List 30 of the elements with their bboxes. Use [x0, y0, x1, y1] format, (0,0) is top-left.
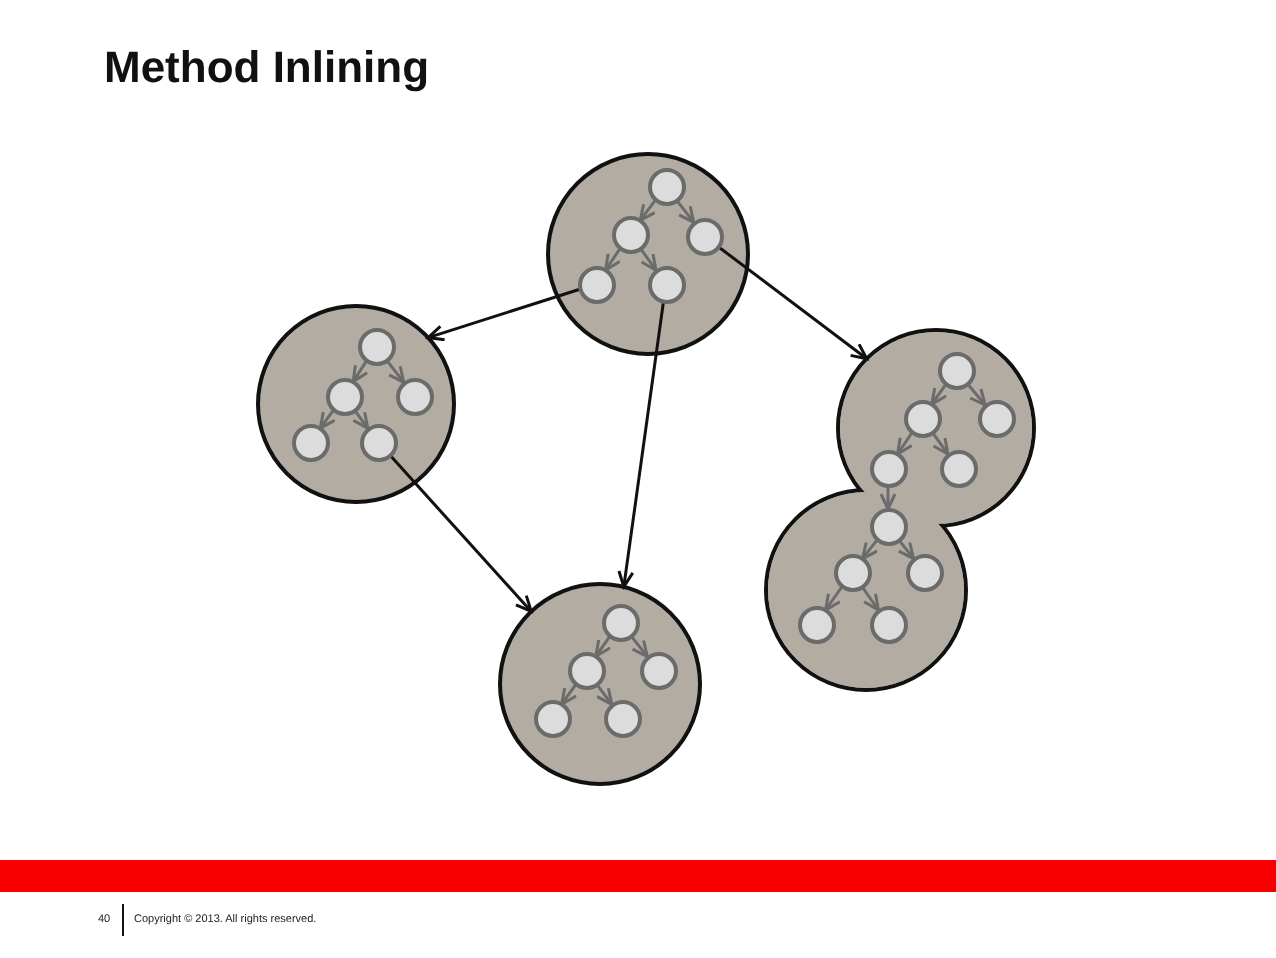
- arrow: [824, 585, 844, 612]
- method-circle: [254, 302, 458, 506]
- arrow: [897, 538, 916, 561]
- arrow: [930, 430, 950, 456]
- arrow: [896, 431, 914, 456]
- arrow: [716, 245, 869, 361]
- arrow: [351, 408, 370, 430]
- title: Method Inlining: [104, 40, 430, 95]
- arrow: [560, 682, 578, 706]
- arrow: [860, 585, 880, 612]
- arrow: [629, 634, 649, 659]
- arrow: [638, 246, 658, 272]
- arrow: [617, 300, 666, 589]
- arrow: [879, 485, 897, 511]
- arrow: [638, 198, 657, 222]
- arrow: [595, 682, 614, 706]
- arrow: [318, 408, 337, 430]
- method-circle: [496, 580, 704, 788]
- arrow: [388, 453, 533, 613]
- arrow: [965, 382, 987, 407]
- arrow: [594, 634, 612, 658]
- arrow: [385, 358, 406, 384]
- arrow: [351, 359, 369, 384]
- merged-method-shape: [762, 326, 1038, 694]
- arrow: [930, 382, 948, 406]
- arrow: [604, 247, 622, 272]
- arrow: [426, 287, 581, 342]
- arrow: [675, 198, 696, 224]
- method-circle: [544, 150, 752, 358]
- arrow: [860, 538, 879, 561]
